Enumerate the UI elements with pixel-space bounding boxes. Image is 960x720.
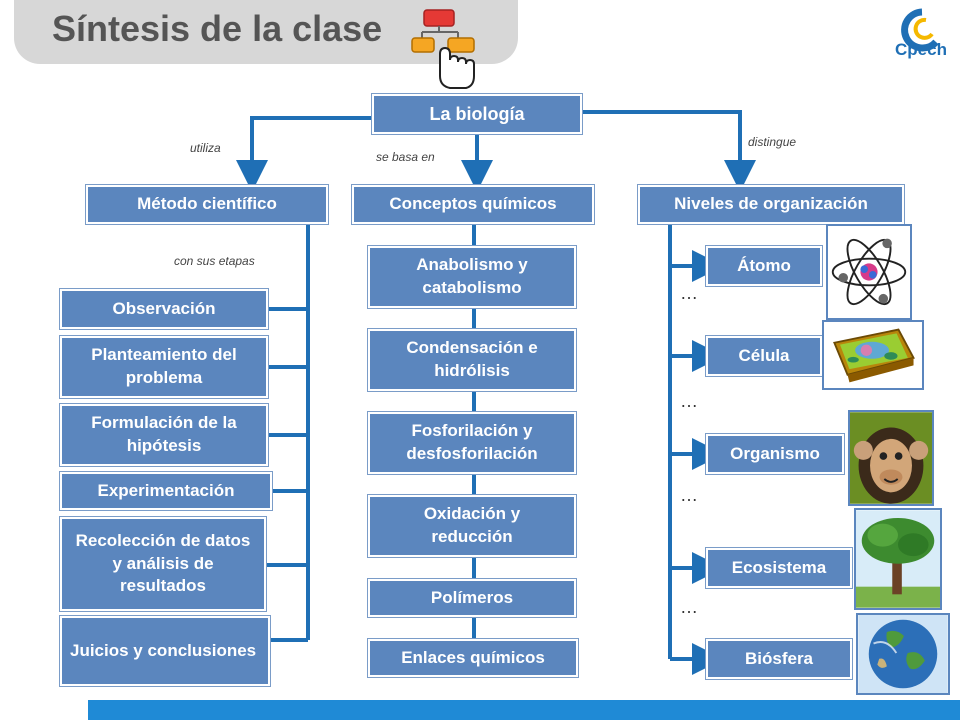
branch-niveles-organizacion: Niveles de organización — [638, 185, 904, 224]
level-label: Átomo — [737, 255, 791, 275]
concept-fosforilacion: Fosforilación y desfosforilación — [368, 412, 576, 474]
step-planteamiento: Planteamiento del problema — [60, 336, 268, 398]
cpech-logo — [901, 8, 939, 52]
bottom-bar — [88, 700, 960, 720]
step-label: Formulación de la hipótesis — [91, 413, 237, 455]
chimpanzee-image — [848, 410, 934, 506]
concept-label: Fosforilación y desfosforilación — [406, 421, 538, 463]
concept-enlaces: Enlaces químicos — [368, 639, 578, 677]
level-label: Organismo — [730, 443, 820, 463]
logo-text: Cpech — [895, 40, 947, 59]
branch-metodo-cientifico: Método científico — [86, 185, 328, 224]
step-juicios: Juicios y conclusiones — [60, 616, 270, 686]
step-label: Experimentación — [97, 480, 235, 500]
level-label: Ecosistema — [731, 557, 827, 577]
level-atomo: Átomo — [706, 246, 822, 286]
concept-oxidacion: Oxidación y reducción — [368, 495, 576, 557]
level-label: Biósfera — [744, 648, 814, 668]
step-observacion: Observación — [60, 289, 268, 329]
atom-image — [826, 224, 912, 320]
step-label: Recolección de datos y análisis de resul… — [75, 530, 251, 596]
branch-label: Método científico — [137, 194, 277, 214]
level-celula: Célula — [706, 336, 822, 376]
root-node-label: La biología — [429, 103, 525, 124]
level-label: Célula — [738, 345, 790, 365]
ellipsis: … — [680, 485, 699, 505]
concept-label: Polímeros — [430, 587, 514, 607]
earth-image — [856, 613, 950, 695]
concept-label: Anabolismo y catabolismo — [416, 255, 528, 297]
concept-label: Oxidación y reducción — [423, 504, 521, 546]
edge-label-se-basa-en: se basa en — [376, 150, 435, 164]
concept-condensacion: Condensación e hidrólisis — [368, 329, 576, 391]
tree-image — [854, 508, 942, 610]
step-recoleccion: Recolección de datos y análisis de resul… — [60, 517, 266, 611]
step-label: Juicios y conclusiones — [70, 640, 257, 660]
concept-label: Enlaces químicos — [401, 647, 545, 667]
edge-label-distingue: distingue — [748, 135, 797, 149]
page-title: Síntesis de la clase — [52, 8, 383, 49]
level-organismo: Organismo — [706, 434, 844, 474]
flowchart-hand-icon — [411, 9, 475, 89]
branch-label: Conceptos químicos — [389, 194, 557, 214]
step-experimentacion: Experimentación — [60, 472, 272, 510]
edge-label-utiliza: utiliza — [190, 141, 221, 155]
concept-anabolismo: Anabolismo y catabolismo — [368, 246, 576, 308]
ellipsis: … — [680, 391, 699, 411]
ellipsis: … — [680, 283, 699, 303]
step-formulacion: Formulación de la hipótesis — [60, 404, 268, 466]
ellipsis: … — [680, 597, 699, 617]
step-label: Observación — [112, 298, 216, 318]
level-biosfera: Biósfera — [706, 639, 852, 679]
cell-image — [822, 320, 924, 390]
concept-label: Condensación e hidrólisis — [406, 338, 538, 380]
branch-conceptos-quimicos: Conceptos químicos — [352, 185, 594, 224]
concept-polimeros: Polímeros — [368, 579, 576, 617]
branch-label: Niveles de organización — [674, 194, 868, 214]
step-label: Planteamiento del problema — [91, 345, 237, 387]
edge-label-con-sus-etapas: con sus etapas — [174, 254, 255, 268]
level-ecosistema: Ecosistema — [706, 548, 852, 588]
root-node: La biología — [372, 94, 582, 134]
